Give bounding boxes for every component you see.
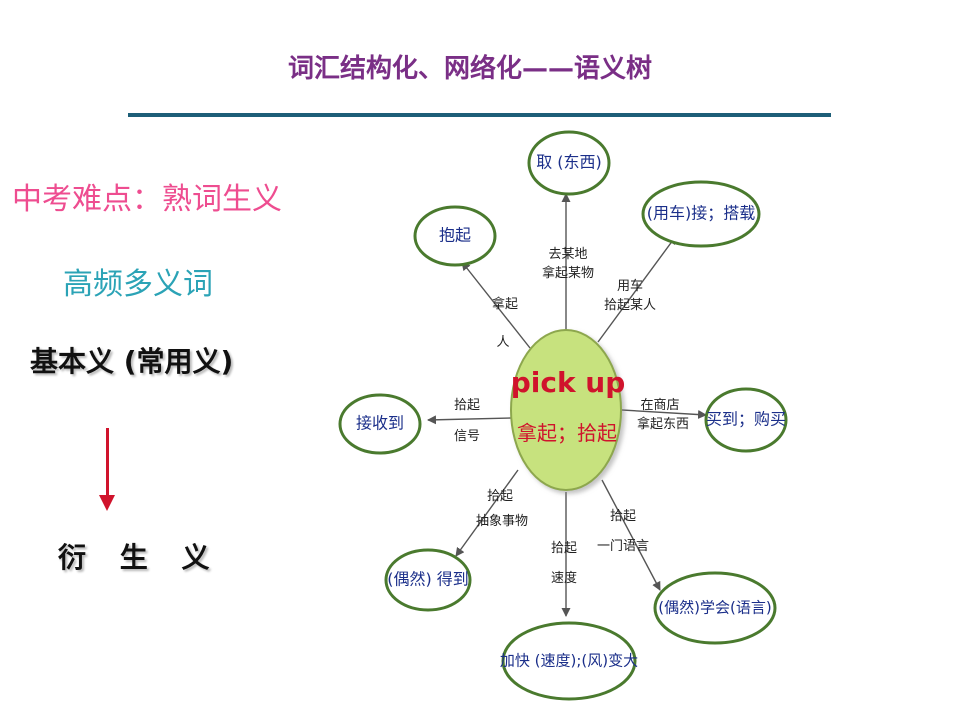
node-label-bottom: 加快 (速度);(风)变大: [500, 652, 638, 670]
edge-line-bottom-left: [455, 469, 519, 557]
subtitle-difficulty: 中考难点：熟词生义: [12, 182, 282, 217]
node-left: [338, 393, 422, 455]
center-label-en: pick up: [511, 366, 626, 399]
edge-line-right: [621, 409, 707, 420]
node-top-left: [413, 205, 497, 267]
edge-label-top-left-1: 拿起: [492, 296, 518, 312]
node-label-bottom-left: (偶然) 得到: [387, 570, 469, 589]
node-top: [527, 130, 611, 196]
title-divider: [128, 113, 831, 117]
node-bottom: [501, 621, 637, 701]
node-bottom-right: [653, 571, 777, 645]
edge-label-top-right-2: 拾起某人: [604, 298, 656, 313]
edge-label-bottom-1: 拾起: [551, 541, 577, 556]
node-right: [704, 387, 788, 453]
node-center: [510, 329, 622, 491]
node-label-top-left: 抱起: [439, 226, 471, 245]
derived-meaning-label: 衍 生 义: [58, 541, 222, 574]
edge-label-right-1: 在商店: [640, 398, 679, 413]
edge-line-bottom-right: [601, 479, 661, 591]
down-arrow-head-icon: [99, 495, 115, 511]
node-bottom-left: [384, 548, 472, 612]
edge-line-left: [427, 415, 513, 425]
node-label-bottom-right: (偶然)学会(语言): [658, 599, 771, 617]
center-label-zh: 拿起；拾起: [517, 421, 617, 445]
edge-label-right-2: 拿起东西: [637, 416, 689, 432]
edge-label-bottom-2: 速度: [551, 570, 577, 586]
slide-title: 词汇结构化、网络化——语义树: [287, 54, 652, 84]
edge-label-bottom-right-2: 一门语言: [597, 539, 649, 554]
node-label-top-right: (用车)接；搭载: [647, 204, 756, 223]
edge-label-bottom-right-1: 拾起: [610, 509, 636, 524]
down-arrow-icon: [106, 428, 109, 498]
node-label-top: 取 (东西): [536, 153, 602, 172]
edge-label-bottom-left-1: 拾起: [487, 489, 513, 504]
edge-label-left-1: 拾起: [454, 398, 480, 413]
edge-label-bottom-left-2: 抽象事物: [476, 514, 528, 529]
basic-meaning-label: 基本义 (常用义): [30, 345, 234, 378]
edge-label-top-right-1: 用车: [617, 278, 643, 294]
edge-label-left-2: 信号: [454, 429, 480, 444]
edge-label-top-2: 拿起某物: [542, 265, 594, 281]
subtitle-polysemy: 高频多义词: [63, 267, 213, 302]
edge-line-top-left: [461, 261, 531, 349]
node-label-right: 买到；购买: [706, 410, 786, 429]
edge-line-top-right: [597, 235, 677, 343]
node-label-left: 接收到: [356, 414, 404, 433]
edge-label-top-1: 去某地: [548, 247, 587, 262]
edge-label-top-left-2: 人: [496, 335, 509, 350]
node-top-right: [641, 180, 761, 248]
